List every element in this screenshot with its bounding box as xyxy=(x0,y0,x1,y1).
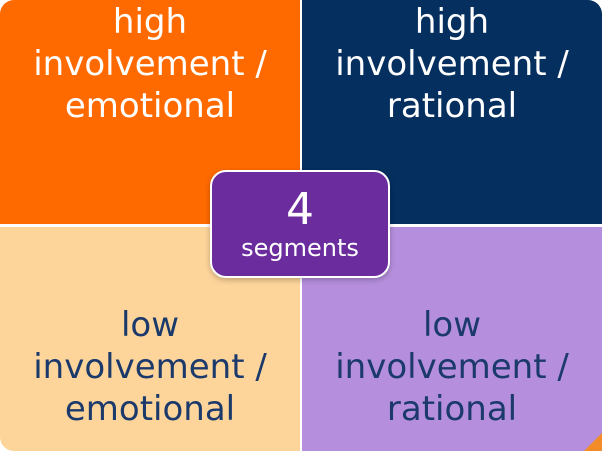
quadrant-low-emotional-label: low involvement / emotional xyxy=(0,304,300,430)
quadrant-label-line: rational xyxy=(386,389,518,429)
quadrant-low-rational-label: low involvement / rational xyxy=(302,304,602,430)
quadrant-label-line: involvement / xyxy=(335,347,569,387)
segment-count: 4 xyxy=(286,184,314,235)
quadrant-label-line: emotional xyxy=(64,389,236,429)
segment-count-label: segments xyxy=(241,234,359,262)
quadrant-high-emotional-label: high involvement / emotional xyxy=(0,1,300,127)
quadrant-high-rational-label: high involvement / rational xyxy=(302,1,602,127)
quadrant-label-line: low xyxy=(422,305,482,345)
quadrant-label-line: involvement / xyxy=(33,347,267,387)
quadrant-label-line: involvement / xyxy=(335,44,569,84)
quadrant-label-line: involvement / xyxy=(33,44,267,84)
center-segments-box: 4 segments xyxy=(210,170,390,278)
quadrant-high-emotional: high involvement / emotional xyxy=(0,0,300,224)
quadrant-label-line: rational xyxy=(386,86,518,126)
quadrant-label-line: low xyxy=(120,305,180,345)
quadrant-low-rational: low involvement / rational xyxy=(302,227,602,451)
quadrant-label-line: high xyxy=(414,2,490,42)
corner-accent xyxy=(584,433,602,451)
quadrant-label-line: emotional xyxy=(64,86,236,126)
quadrant-label-line: high xyxy=(112,2,188,42)
